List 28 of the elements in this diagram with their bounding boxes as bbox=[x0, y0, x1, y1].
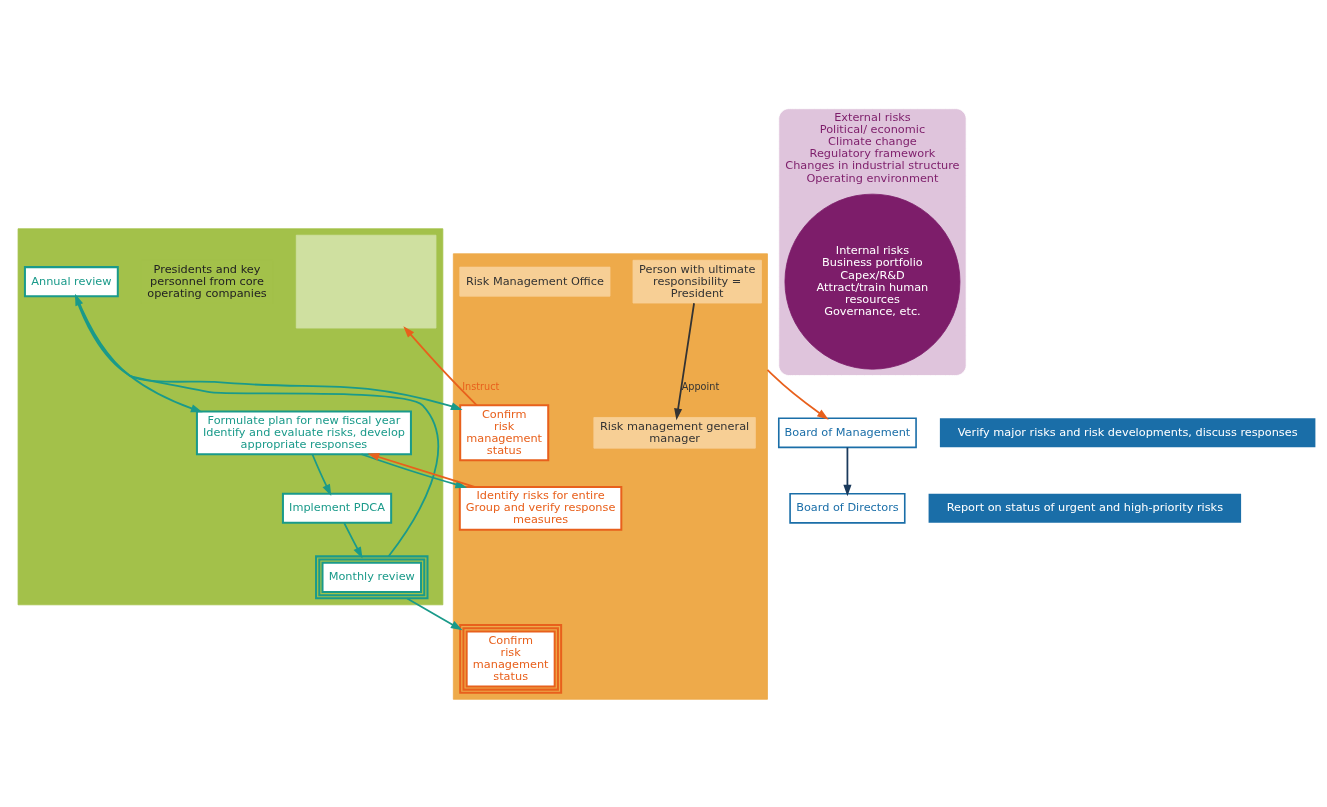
arrow bbox=[406, 597, 463, 630]
node-box: Annual review bbox=[23, 265, 119, 297]
arrow bbox=[311, 452, 332, 496]
arrow bbox=[403, 325, 478, 406]
node-box: Implement PDCA bbox=[281, 492, 393, 524]
node-box: Board of Management bbox=[777, 416, 917, 448]
node-box: Board of Directors bbox=[789, 492, 906, 524]
edge-label: Instruct bbox=[462, 380, 500, 392]
arrow bbox=[75, 293, 439, 557]
node-box: Confirm risk management status bbox=[459, 403, 550, 461]
node-box: Risk Management Office bbox=[459, 266, 611, 297]
node-circle: Internal risks Business portfolio Capex/R&D Attract/train human resources Governance, etc. bbox=[784, 193, 961, 370]
node-text: Presidents and key personnel from core operating companies bbox=[147, 262, 267, 300]
arrow bbox=[766, 368, 829, 420]
arrow bbox=[75, 294, 203, 412]
label: Report on status of urgent and high-priority risks bbox=[946, 500, 1224, 514]
node-box: Risk management general manager bbox=[593, 416, 756, 449]
node-box: Identify risks for entire Group and verify response measures bbox=[458, 485, 623, 531]
arrow bbox=[74, 295, 463, 410]
node-box bbox=[295, 234, 437, 328]
label: Verify major risks and risk developments, discuss responses bbox=[957, 425, 1298, 439]
arrow bbox=[343, 521, 363, 559]
edge-label: Appoint bbox=[681, 380, 720, 392]
cluster bbox=[17, 227, 444, 605]
arrow bbox=[674, 301, 695, 420]
node-box: Formulate plan for new fiscal year Identify and evaluate risks, develop appropriate responses bbox=[195, 409, 412, 455]
arrow bbox=[843, 446, 852, 496]
node-box: Person with ultimate responsibility = President bbox=[632, 259, 762, 303]
